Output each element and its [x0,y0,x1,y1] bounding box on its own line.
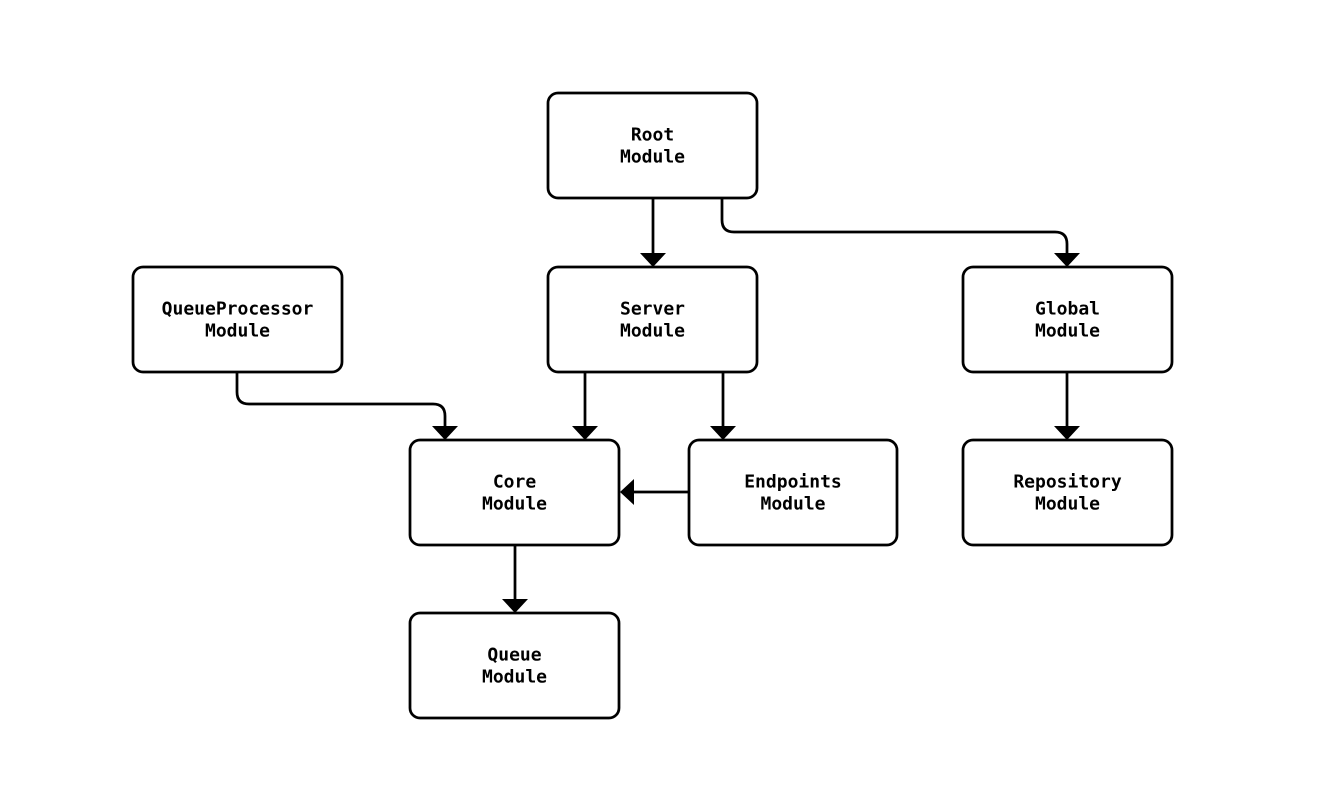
edge-queueprocessor-core [235,372,458,440]
edge-endpoints-core [620,479,689,505]
edge-root-global [720,198,1080,267]
arrowhead-endpoints-core [620,479,634,505]
arrowhead-queueprocessor-core [432,426,458,440]
arrowhead-core-queue [502,599,528,613]
arrowhead-server-endpoints [710,426,736,440]
arrowhead-server-core [572,426,598,440]
edge-server-endpoints [710,372,736,440]
edge-root-server [640,198,666,267]
arrowhead-root-global [1054,253,1080,267]
edge-server-core [572,372,598,440]
arrowhead-root-server [640,253,666,267]
arrowhead-global-repository [1054,426,1080,440]
edge-core-queue [502,545,528,613]
edge-global-repository [1054,372,1080,440]
